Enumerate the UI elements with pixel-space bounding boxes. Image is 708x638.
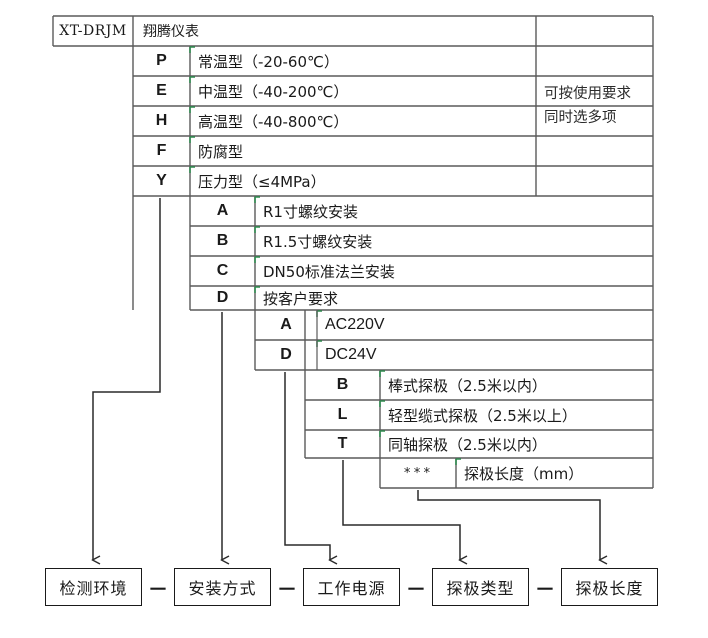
probe-type-desc-text-0: 棒式探极（2.5米以内） [388, 376, 547, 395]
env-desc-text-2: 高温型（-40-800℃） [198, 112, 349, 131]
legend-label-probe-type: 探极类型 [446, 579, 515, 598]
env-code-2: H [133, 106, 190, 136]
env-code-1: E [133, 76, 190, 106]
connector-environment [93, 198, 161, 560]
install-desc-text-1: R1.5寸螺纹安装 [263, 232, 373, 251]
install-code-3: D [190, 286, 255, 310]
connector-probe-type [342, 460, 460, 560]
legend-separator-text-3: － [535, 576, 555, 601]
probe-type-code-text-2: T [337, 435, 348, 452]
probe-length-desc-text: 探极长度（mm） [464, 464, 584, 483]
install-desc-1: R1.5寸螺纹安装 [255, 226, 653, 256]
legend-label-installation: 安装方式 [188, 579, 257, 598]
env-desc-1: 中温型（-40-200℃） [190, 76, 536, 106]
env-desc-text-3: 防腐型 [198, 142, 244, 161]
probe-type-desc-2: 同轴探极（2.5米以内） [380, 430, 653, 458]
probe-type-desc-text-1: 轻型缆式探极（2.5米以上） [388, 406, 577, 425]
legend-box-probe-type: 探极类型 [432, 568, 529, 606]
env-desc-2: 高温型（-40-800℃） [190, 106, 536, 136]
install-code-1: B [190, 226, 255, 256]
probe-type-desc-0: 棒式探极（2.5米以内） [380, 370, 653, 400]
env-desc-3: 防腐型 [190, 136, 536, 166]
probe-type-code-1: L [305, 400, 380, 430]
power-desc-text-0: AC220V [325, 316, 385, 333]
probe-type-desc-1: 轻型缆式探极（2.5米以上） [380, 400, 653, 430]
power-desc-1: DC24V [317, 340, 653, 370]
legend-label-power: 工作电源 [317, 579, 386, 598]
env-code-text-3: F [156, 142, 167, 159]
model-code-text: XT-DRJM [59, 23, 127, 39]
probe-type-code-text-1: L [337, 406, 348, 423]
probe-type-code-text-0: B [336, 376, 349, 393]
model-code-cell: XT-DRJM [53, 16, 133, 46]
install-desc-text-3: 按客户要求 [263, 289, 339, 308]
probe-type-code-2: T [305, 430, 380, 458]
legend-box-installation: 安装方式 [174, 568, 271, 606]
legend-separator-0: － [142, 568, 174, 606]
note-line-1: 可按使用要求 [544, 86, 631, 102]
legend-box-probe-length: 探极长度 [561, 568, 658, 606]
power-desc-text-1: DC24V [325, 346, 377, 363]
legend-separator-2: － [400, 568, 432, 606]
legend-separator-text-0: － [148, 576, 168, 601]
power-code-1: D [255, 340, 317, 370]
install-desc-2: DN50标准法兰安装 [255, 256, 653, 286]
connector-power [284, 372, 330, 560]
install-code-text-0: A [216, 202, 229, 219]
connector-probe-length [417, 490, 600, 560]
env-code-text-2: H [155, 112, 168, 129]
install-desc-0: R1寸螺纹安装 [255, 196, 653, 226]
env-code-0: P [133, 46, 190, 76]
power-code-text-0: A [280, 316, 292, 333]
env-code-4: Y [133, 166, 190, 196]
env-code-text-1: E [156, 82, 167, 99]
install-code-text-2: C [216, 262, 229, 279]
probe-length-code: *** [380, 458, 456, 488]
env-desc-0: 常温型（-20-60℃） [190, 46, 536, 76]
power-code-0: A [255, 310, 317, 340]
env-desc-text-1: 中温型（-40-200℃） [198, 82, 349, 101]
legend-box-environment: 检测环境 [45, 568, 142, 606]
env-code-text-0: P [156, 52, 167, 69]
legend-separator-3: － [529, 568, 561, 606]
brand-cell: 翔腾仪表 [133, 16, 536, 46]
env-code-3: F [133, 136, 190, 166]
install-desc-text-0: R1寸螺纹安装 [263, 202, 358, 221]
install-code-0: A [190, 196, 255, 226]
brand-text: 翔腾仪表 [143, 24, 199, 40]
env-desc-text-0: 常温型（-20-60℃） [198, 52, 339, 71]
env-code-text-4: Y [156, 172, 167, 189]
legend-label-probe-length: 探极长度 [575, 579, 644, 598]
probe-type-code-0: B [305, 370, 380, 400]
connector-lines [93, 198, 600, 560]
install-code-text-3: D [216, 289, 229, 306]
multi-select-note: 可按使用要求 同时选多项 [536, 16, 653, 196]
env-desc-4: 压力型（≤4MPa） [190, 166, 536, 196]
table-grid [52, 15, 654, 489]
probe-length-code-text: *** [403, 465, 433, 481]
legend-separator-text-1: － [277, 576, 297, 601]
install-code-text-1: B [216, 232, 229, 249]
install-desc-3: 按客户要求 [255, 286, 653, 310]
probe-type-desc-text-2: 同轴探极（2.5米以内） [388, 435, 547, 454]
note-line-2: 同时选多项 [544, 110, 617, 126]
legend-label-environment: 检测环境 [59, 579, 128, 598]
legend-separator-1: － [271, 568, 303, 606]
probe-length-desc: 探极长度（mm） [456, 458, 653, 488]
install-code-2: C [190, 256, 255, 286]
env-desc-text-4: 压力型（≤4MPa） [198, 172, 326, 191]
install-desc-text-2: DN50标准法兰安装 [263, 262, 395, 281]
legend-box-power: 工作电源 [303, 568, 400, 606]
power-desc-0: AC220V [317, 310, 653, 340]
power-code-text-1: D [280, 346, 292, 363]
legend-separator-text-2: － [406, 576, 426, 601]
